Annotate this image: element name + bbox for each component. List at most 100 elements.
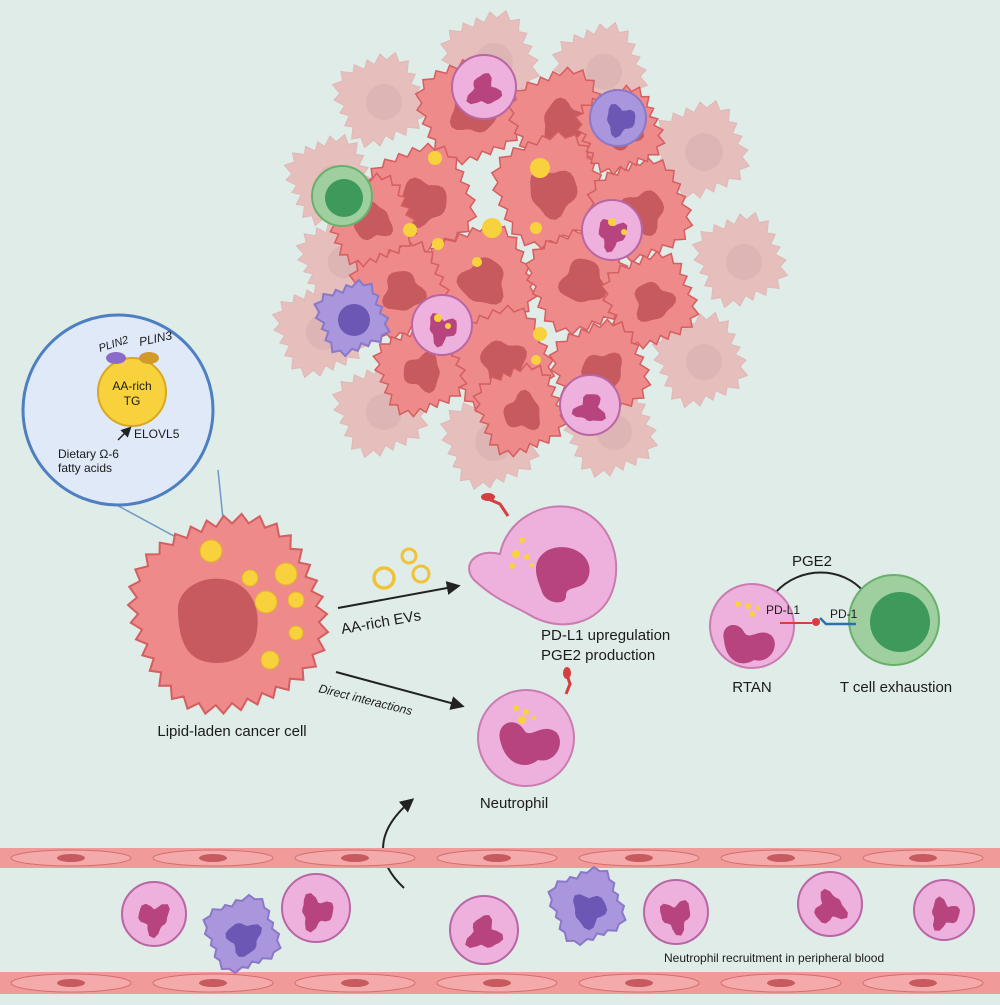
plin3-label: PLIN3 [138, 328, 174, 349]
neutrophil-lipid [512, 550, 520, 558]
pdl1-ligand-icon [812, 618, 820, 626]
blood-neutrophil-nucleus [932, 896, 960, 931]
tumor-cancer-nucleus [634, 281, 676, 322]
cancer-lipid-droplet [288, 625, 304, 641]
pd1-label: PD-1 [830, 607, 858, 621]
faded-cancer-cell [691, 211, 789, 309]
endothelial-nucleus [57, 979, 85, 987]
ev-arrow [337, 581, 461, 609]
vessel-endothelial-cells [10, 849, 984, 993]
cancer-lipid-droplet [274, 562, 298, 586]
rtan-lipid [735, 601, 741, 607]
endothelial-nucleus [625, 854, 653, 862]
endothelial-nucleus [767, 979, 795, 987]
recruitment-label: Neutrophil recruitment in peripheral blo… [664, 951, 884, 965]
endothelial-nucleus [909, 979, 937, 987]
elovl5-label: ELOVL5 [134, 427, 180, 441]
tumor-lipid-droplet [432, 238, 444, 250]
blood-vessel [0, 848, 1000, 994]
tumor-cancer-nucleus [456, 257, 504, 305]
tumor-cancer-nucleus [530, 170, 578, 220]
neutrophil-nucleus [499, 722, 560, 766]
tumor-immune-lipid [434, 314, 442, 322]
tumor-lipid-droplet [530, 158, 550, 178]
tumor-inner-cells [322, 54, 700, 458]
tumor-neutrophil-nucleus [466, 73, 503, 105]
cancer-lipid-droplet [287, 591, 305, 609]
neutrophil-lipid [518, 716, 526, 724]
neutrophil-lipid [524, 554, 530, 560]
endothelial-nucleus [57, 854, 85, 862]
tumor-immune-lipid [621, 229, 627, 235]
activated-neutrophil [468, 493, 618, 626]
endothelial-nucleus [767, 854, 795, 862]
tumor-t-cell-nucleus [325, 179, 363, 217]
activated-neutrophil-lipids [509, 537, 534, 569]
pd1-receptor-icon [819, 617, 856, 626]
droplet-label-line2: TG [124, 394, 141, 408]
ev-vesicle [400, 547, 418, 565]
pdl1-label: PD-L1 [766, 603, 800, 617]
blood-neutrophil-nucleus [814, 888, 848, 924]
t-cell [848, 574, 940, 666]
faded-cancer-nucleus [366, 84, 402, 120]
plin3-protein-icon [139, 352, 159, 364]
tumor-lymphocyte-nucleus [338, 304, 370, 336]
endothelial-nucleus [341, 979, 369, 987]
tumor-immune-lipid [608, 218, 616, 226]
tumor-neutrophil-nucleus [598, 218, 628, 253]
faded-cancer-nucleus [686, 344, 722, 380]
rtan-lipid [756, 606, 760, 610]
cancer-lipid-droplet [199, 539, 223, 563]
cancer-cell-label: Lipid-laden cancer cell [157, 723, 306, 740]
t-cell-label: T cell exhaustion [840, 679, 952, 696]
tumor-lipid-droplet [428, 151, 442, 165]
plin2-protein-icon [106, 352, 126, 364]
neutrophil [477, 667, 575, 787]
blood-neutrophil-nucleus [659, 900, 691, 936]
tumor-lipid-droplet [472, 257, 482, 267]
cancer-cell-lipid-droplets [199, 539, 305, 670]
rtan-nucleus [723, 625, 775, 664]
tumor-immune-lipid [445, 323, 451, 329]
rtan-lipids [735, 601, 760, 617]
dietary-label-line1: Dietary Ω-6 [58, 447, 119, 461]
neutrophil-label: Neutrophil [480, 795, 548, 812]
tumor-lipid-droplet [403, 223, 417, 237]
rtan-lipid [745, 603, 751, 609]
neutrophil-lipid [530, 563, 534, 567]
faded-cancer-nucleus [685, 133, 723, 171]
tumor-cancer-nucleus [544, 97, 586, 144]
zoom-inset: PLIN2 PLIN3 AA-rich TG ELOVL5 Dietary Ω-… [21, 313, 227, 549]
faded-cancer-nucleus [586, 54, 622, 90]
blood-neutrophil-nucleus [302, 893, 334, 933]
rtan-lipid [749, 611, 755, 617]
endothelial-nucleus [341, 854, 369, 862]
ev-vesicle [411, 564, 431, 584]
dietary-label-line2: fatty acids [58, 461, 112, 475]
tumor-lipid-droplet [531, 355, 541, 365]
tumor-lymphocyte-nucleus [607, 104, 636, 138]
pdl1-receptor-head-icon [481, 493, 495, 501]
neutrophil-lipid [523, 709, 529, 715]
tumor-neutrophil-nucleus [429, 313, 457, 348]
tumor-cancer-nucleus [403, 350, 440, 394]
tumor-cancer-nucleus [401, 177, 447, 228]
upregulation-label-line2: PGE2 production [541, 647, 655, 664]
tumor-infiltrating-immune-cells [311, 54, 647, 436]
pge2-label: PGE2 [792, 553, 832, 570]
endothelial-nucleus [483, 979, 511, 987]
lipid-droplet [97, 357, 167, 427]
blood-lymphocyte-nucleus [225, 923, 262, 957]
endothelial-nucleus [199, 854, 227, 862]
elovl5-arrow [117, 426, 132, 441]
endothelial-nucleus [199, 979, 227, 987]
blood-neutrophil-nucleus [138, 903, 170, 939]
endothelial-nucleus [483, 854, 511, 862]
neutrophil-lipid [513, 705, 519, 711]
faded-cancer-cell [651, 311, 749, 409]
tumor-lipid-droplet [533, 327, 547, 341]
cancer-lipid-droplet [241, 569, 259, 587]
